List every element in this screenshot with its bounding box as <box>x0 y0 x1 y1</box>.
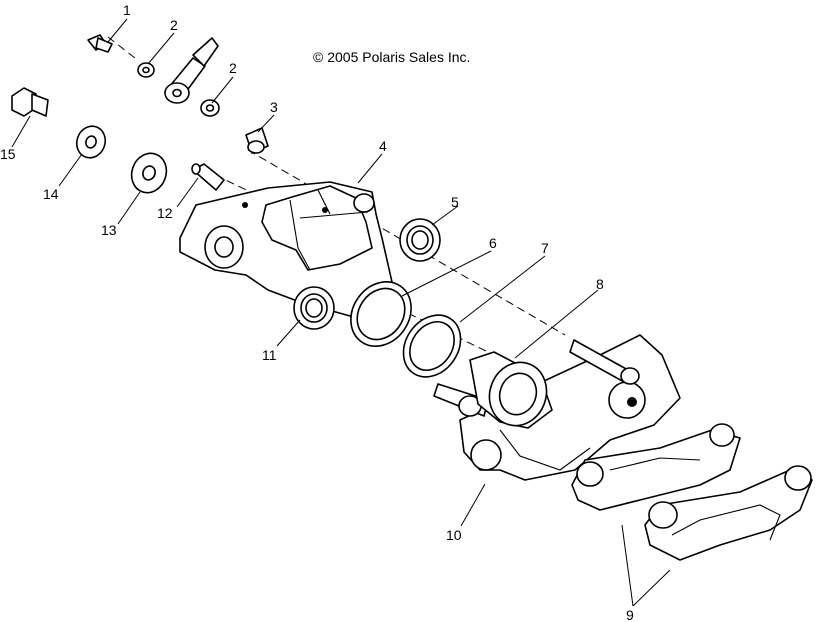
callout-8: 8 <box>596 276 604 292</box>
piston-upper <box>399 218 441 262</box>
bushing <box>245 127 269 154</box>
leader-lines <box>11 18 671 607</box>
callout-7: 7 <box>541 240 549 256</box>
caliper-body <box>179 181 393 317</box>
brake-pad-front <box>644 465 813 561</box>
callout-4: 4 <box>379 138 387 154</box>
callout-15: 15 <box>0 146 16 162</box>
seal-7 <box>402 314 462 378</box>
bracket-pin-upper <box>569 339 640 385</box>
callout-12: 12 <box>157 205 173 221</box>
callout-labels: 1 2 2 3 4 5 6 7 8 9 10 11 12 13 14 15 <box>0 2 634 622</box>
callout-11: 11 <box>262 347 277 363</box>
callout-9: 9 <box>626 607 634 622</box>
callout-10: 10 <box>446 527 462 543</box>
washer-upper <box>137 62 155 78</box>
callout-14: 14 <box>43 186 59 202</box>
callout-3: 3 <box>270 99 278 115</box>
seal-6 <box>350 281 412 347</box>
bracket-pin-lower <box>433 383 489 417</box>
callout-5: 5 <box>451 194 459 210</box>
bleeder-bolt <box>87 34 113 53</box>
brake-pad-rear <box>571 423 741 511</box>
copyright-text: © 2005 Polaris Sales Inc. <box>313 49 470 65</box>
washer-14 <box>75 125 107 159</box>
bleeder-screw <box>191 163 225 191</box>
callout-1: 1 <box>123 2 131 18</box>
callout-13: 13 <box>101 222 117 238</box>
bracket-sleeve <box>469 351 553 429</box>
banjo-fitting <box>164 37 219 104</box>
washer-13 <box>130 152 168 194</box>
piston-lower <box>293 286 335 330</box>
washer-lower <box>200 99 220 117</box>
callout-6: 6 <box>489 235 497 251</box>
callout-2b: 2 <box>229 60 237 76</box>
callout-2: 2 <box>170 17 178 33</box>
bolt <box>11 87 49 117</box>
